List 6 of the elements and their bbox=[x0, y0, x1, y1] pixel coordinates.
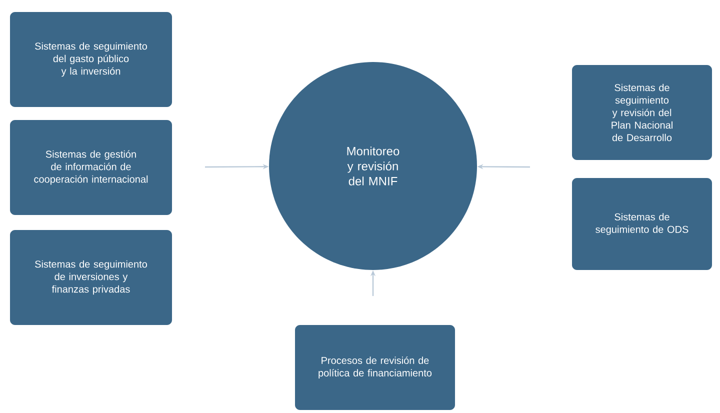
process-box: Sistemas de seguimiento del gasto público y la inversión bbox=[10, 12, 172, 107]
process-box: Procesos de revisión de política de financiamiento bbox=[295, 325, 455, 410]
process-box: Sistemas de seguimiento de ODS bbox=[572, 178, 712, 270]
process-box: Sistemas de seguimiento y revisión del Plan Nacional de Desarrollo bbox=[572, 65, 712, 160]
process-box: Sistemas de gestión de información de cooperación internacional bbox=[10, 120, 172, 215]
process-box: Sistemas de seguimiento de inversiones y finanzas privadas bbox=[10, 230, 172, 325]
